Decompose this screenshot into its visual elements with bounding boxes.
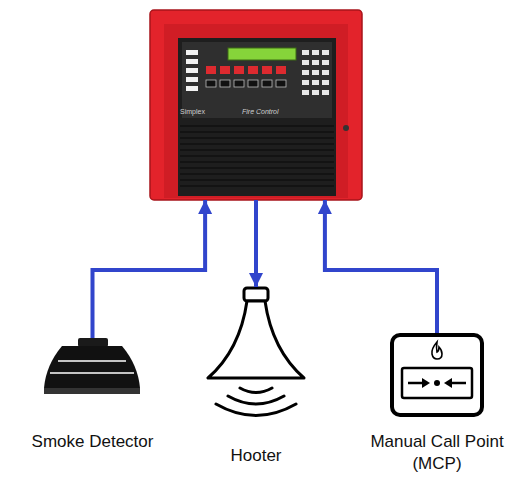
sound-wave [216,404,296,416]
press-arrowhead [444,378,452,388]
press-arrow [408,382,424,385]
smoke-detector: Smoke Detector [15,338,170,453]
detector-slit [50,372,134,374]
control-face [182,42,332,118]
detector-body [44,346,140,388]
lcd-screen [228,48,296,60]
hooter-cap [244,288,268,301]
panel-enclosure [150,10,362,200]
device-label: Manual Call Point (MCP) [367,431,507,475]
press-arrow [450,382,466,385]
detector-slit [58,360,126,362]
flame-symbol [432,342,442,359]
mcp-glass [402,368,472,398]
device-label: Smoke Detector [15,431,170,453]
smoke-detector-icon [44,338,140,394]
hooter: Hooter [196,287,316,467]
fire-alarm-panel: Simplex Fire Control [150,10,362,200]
press-dot [434,380,440,386]
door-lock [343,125,349,131]
detector-base [44,388,140,394]
panel-door [164,24,348,198]
sound-wave [240,388,272,393]
signal-arrow [325,200,437,333]
side-buttons [186,50,198,91]
mcp-housing [392,335,482,415]
sound-wave [228,396,284,404]
panel-label: Simplex [180,108,205,116]
panel-vents [180,126,334,186]
hooter-bell [208,301,304,378]
manual-call-point: Manual Call Point (MCP) [367,333,507,475]
keypad [302,50,329,95]
manual-call-point-icon [392,335,482,415]
fire-alarm-panel [150,10,362,200]
panel-window [178,38,336,196]
signal-arrow [93,200,206,338]
hooter-icon [208,288,304,416]
function-buttons [206,80,286,87]
press-arrowhead [422,378,430,388]
alarm-buttons [206,66,286,74]
device-label: Hooter [196,445,316,467]
panel-label: Fire Control [242,108,279,116]
detector-cap [78,338,108,347]
signal-arrow [254,200,258,287]
